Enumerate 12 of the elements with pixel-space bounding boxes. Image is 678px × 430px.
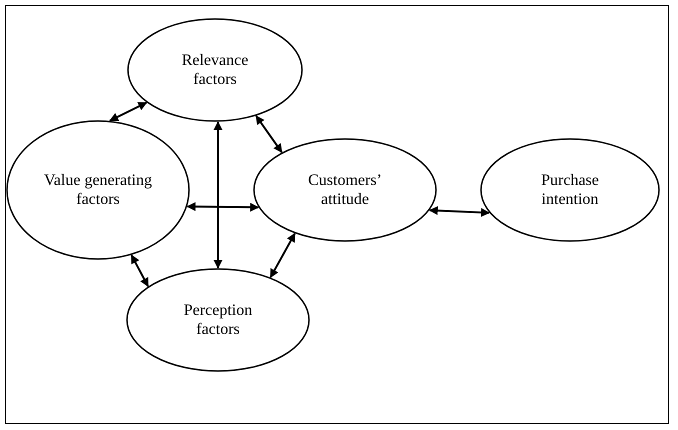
double-arrow bbox=[214, 121, 222, 269]
double-arrow bbox=[186, 202, 260, 212]
double-arrow bbox=[130, 254, 149, 288]
node-label: Purchase intention bbox=[540, 171, 600, 209]
node-label: Perception factors bbox=[182, 301, 254, 339]
node-label: Value generating factors bbox=[43, 171, 153, 209]
double-arrow bbox=[109, 102, 148, 122]
double-arrow bbox=[428, 206, 490, 217]
node-label: Customers’ attitude bbox=[307, 171, 383, 209]
double-arrow bbox=[270, 232, 296, 278]
double-arrow bbox=[255, 115, 283, 153]
node-label: Relevance factors bbox=[180, 51, 250, 89]
